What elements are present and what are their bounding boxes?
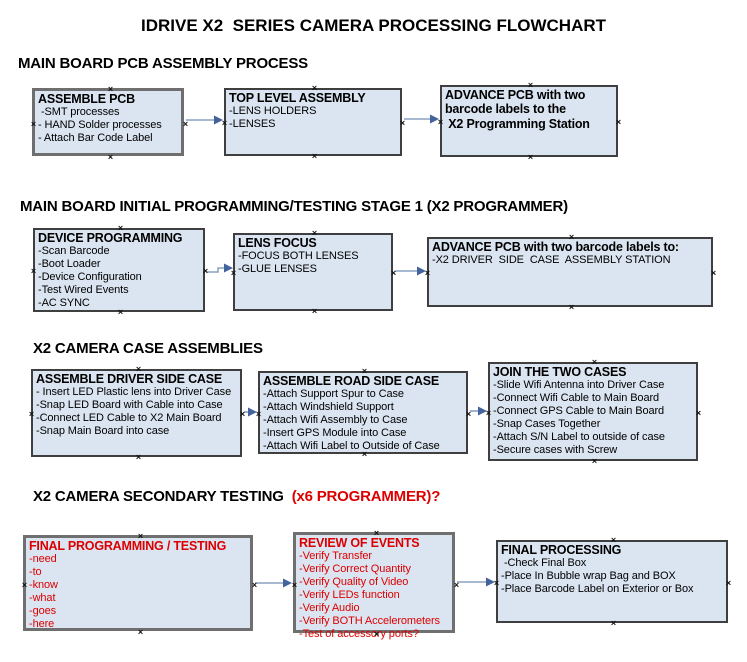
box-item: -Snap Cases Together bbox=[493, 417, 601, 430]
box-assemble-road-side-case: ASSEMBLE ROAD SIDE CASE-Attach Support S… bbox=[256, 367, 471, 459]
box-item: -Test of accessory ports? bbox=[299, 627, 419, 640]
section-header-text: MAIN BOARD INITIAL PROGRAMMING/TESTING S… bbox=[20, 198, 568, 215]
box-title: ASSEMBLE PCB bbox=[38, 92, 135, 106]
section-header-text: MAIN BOARD PCB ASSEMBLY PROCESS bbox=[18, 55, 308, 72]
box-item: -Attach Support Spur to Case bbox=[263, 388, 404, 401]
box-title: JOIN THE TWO CASES bbox=[493, 365, 627, 379]
box-join-the-two-cases: JOIN THE TWO CASES-Slide Wifi Antenna in… bbox=[486, 358, 701, 466]
section-header-highlight: (x6 PROGRAMMER)? bbox=[291, 488, 441, 505]
box-item: -need bbox=[29, 553, 57, 566]
box-item: -Snap Main Board into case bbox=[36, 424, 170, 437]
page-title: IDRIVE X2 SERIES CAMERA PROCESSING FLOWC… bbox=[140, 16, 607, 35]
box-advance-to-programming-station: ADVANCE PCB with two barcode labels to t… bbox=[438, 81, 621, 162]
box-item: -Connect GPS Cable to Main Board bbox=[493, 405, 665, 418]
box-final-programming-testing: FINAL PROGRAMMING / TESTING-need-to-know… bbox=[22, 532, 257, 637]
box-title: LENS FOCUS bbox=[238, 236, 317, 250]
box-assemble-driver-side-case: ASSEMBLE DRIVER SIDE CASE- Insert LED Pl… bbox=[29, 365, 245, 462]
box-title: FINAL PROGRAMMING / TESTING bbox=[29, 539, 227, 553]
box-item: -Verify Audio bbox=[299, 601, 360, 614]
box-title: ADVANCE PCB with two barcode labels to: bbox=[432, 240, 679, 254]
box-item: -Verify Correct Quantity bbox=[299, 563, 411, 576]
box-item: -LENS HOLDERS bbox=[229, 105, 317, 118]
box-item: -Place In Bubble wrap Bag and BOX bbox=[501, 570, 676, 583]
box-item: -Secure cases with Screw bbox=[493, 443, 618, 456]
flow-arrow bbox=[255, 578, 292, 588]
box-assemble-pcb: ASSEMBLE PCB -SMT processes- HAND Solder… bbox=[31, 85, 188, 162]
box-item: -to bbox=[29, 566, 42, 579]
box-item: - Insert LED Plastic lens into Driver Ca… bbox=[36, 386, 232, 399]
flow-arrow bbox=[207, 263, 233, 273]
box-title: DEVICE PROGRAMMING bbox=[38, 231, 183, 245]
box-item: -Attach S/N Label to outside of case bbox=[493, 430, 665, 443]
section-header-3: X2 CAMERA CASE ASSEMBLIES bbox=[33, 340, 263, 357]
box-item: -Verify BOTH Accelerometers bbox=[299, 614, 440, 627]
flow-arrow bbox=[395, 266, 426, 276]
box-item: -Attach Wifi Label to Outside of Case bbox=[263, 439, 440, 452]
box-item: - Attach Bar Code Label bbox=[38, 132, 153, 145]
box-device-programming: DEVICE PROGRAMMING-Scan Barcode-Boot Loa… bbox=[31, 224, 208, 317]
section-header-2: MAIN BOARD INITIAL PROGRAMMING/TESTING S… bbox=[20, 198, 568, 215]
box-title: ASSEMBLE DRIVER SIDE CASE bbox=[36, 372, 223, 386]
box-item: -LENSES bbox=[229, 118, 276, 131]
box-item: -X2 DRIVER SIDE CASE ASSEMBLY STATION bbox=[432, 254, 671, 267]
box-item: - HAND Solder processes bbox=[38, 119, 162, 132]
box-item: -Verify Quality of Video bbox=[299, 576, 409, 589]
box-final-processing: FINAL PROCESSING -Check Final Box-Place … bbox=[494, 536, 731, 628]
box-item: -Snap LED Board with Cable into Case bbox=[36, 399, 223, 412]
flow-arrow bbox=[470, 406, 487, 416]
box-item: -goes bbox=[29, 604, 57, 617]
box-item: -Attach Wifi Assembly to Case bbox=[263, 414, 408, 427]
box-item: -here bbox=[29, 617, 55, 630]
box-item: -FOCUS BOTH LENSES bbox=[238, 250, 359, 263]
flow-arrow bbox=[457, 577, 495, 587]
box-item: -Slide Wifi Antenna into Driver Case bbox=[493, 379, 665, 392]
box-item: -Connect LED Cable to X2 Main Board bbox=[36, 412, 222, 425]
box-item: -SMT processes bbox=[38, 106, 120, 119]
flow-arrow bbox=[404, 114, 439, 124]
box-title: ADVANCE PCB with two barcode labels to t… bbox=[445, 88, 590, 131]
box-title: FINAL PROCESSING bbox=[501, 543, 622, 557]
box-advance-to-case-assembly: ADVANCE PCB with two barcode labels to:-… bbox=[425, 233, 716, 312]
flow-arrow bbox=[244, 407, 257, 417]
section-header-text: X2 CAMERA SECONDARY TESTING bbox=[33, 488, 292, 505]
section-header-text: X2 CAMERA CASE ASSEMBLIES bbox=[33, 340, 263, 357]
box-item: -Check Final Box bbox=[501, 557, 587, 570]
section-header-4: X2 CAMERA SECONDARY TESTING (x6 PROGRAMM… bbox=[33, 488, 440, 505]
box-item: -Device Configuration bbox=[38, 271, 142, 284]
box-top-level-assembly: TOP LEVEL ASSEMBLY-LENS HOLDERS-LENSES××… bbox=[222, 84, 405, 161]
section-header-1: MAIN BOARD PCB ASSEMBLY PROCESS bbox=[18, 55, 308, 72]
box-item: -what bbox=[29, 591, 56, 604]
box-item: -Verify LEDs function bbox=[299, 588, 400, 601]
box-item: -know bbox=[29, 579, 58, 592]
box-item: -Test Wired Events bbox=[38, 283, 129, 296]
box-item: -AC SYNC bbox=[38, 296, 90, 309]
box-item: -Scan Barcode bbox=[38, 245, 110, 258]
box-item: -GLUE LENSES bbox=[238, 263, 317, 276]
box-title: ASSEMBLE ROAD SIDE CASE bbox=[263, 374, 439, 388]
box-title: REVIEW OF EVENTS bbox=[299, 536, 420, 550]
box-item: -Boot Loader bbox=[38, 258, 101, 271]
flow-arrow bbox=[186, 115, 223, 125]
box-item: -Attach Windshield Support bbox=[263, 401, 394, 414]
box-review-of-events: REVIEW OF EVENTS-Verify Transfer-Verify … bbox=[292, 529, 459, 640]
box-lens-focus: LENS FOCUS-FOCUS BOTH LENSES-GLUE LENSES… bbox=[231, 229, 396, 316]
box-item: -Place Barcode Label on Exterior or Box bbox=[501, 583, 694, 596]
box-item: -Verify Transfer bbox=[299, 550, 372, 563]
box-item: -Connect Wifi Cable to Main Board bbox=[493, 392, 660, 405]
box-title: TOP LEVEL ASSEMBLY bbox=[229, 91, 366, 105]
box-item: -Insert GPS Module into Case bbox=[263, 426, 407, 439]
